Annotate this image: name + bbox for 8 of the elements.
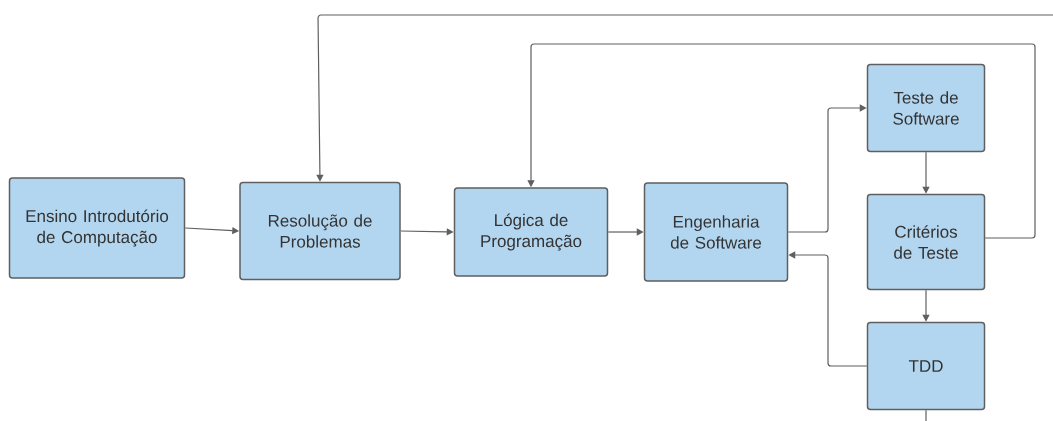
process-box: Critérios de Teste [866,193,986,291]
process-box: Teste de Software [866,63,986,153]
process-box: Engenharia de Software [643,182,789,282]
process-box: Resolução de Problemas [239,181,401,281]
arrow [527,43,1036,239]
process-box: Ensino Introdutório de Computação [8,177,186,279]
process-box: TDD [866,321,986,411]
process-box: Lógica de Programação [453,187,609,277]
